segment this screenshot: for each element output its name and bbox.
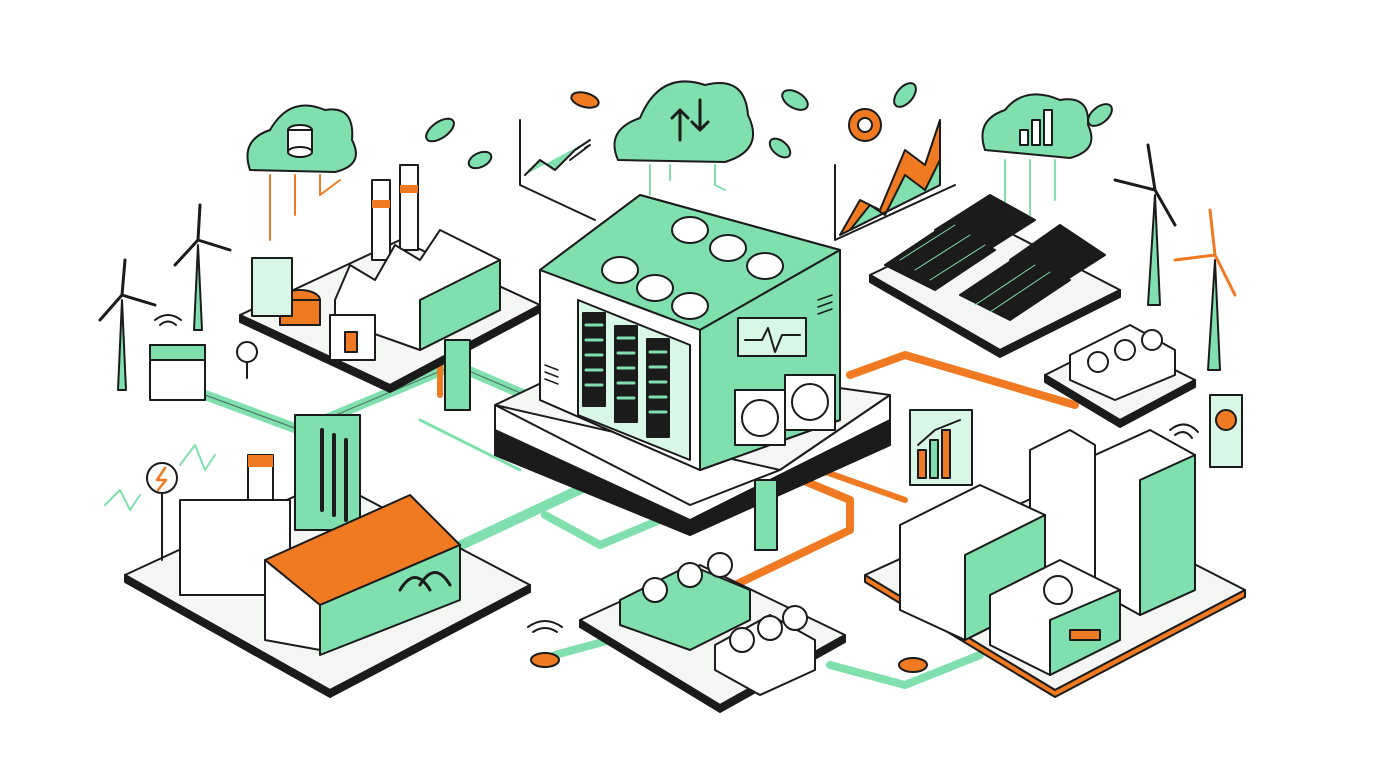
office-building-icon <box>899 429 1196 676</box>
data-center-icon <box>539 194 841 471</box>
cloud-analytics-icon <box>981 93 1093 216</box>
cloud-database-icon <box>246 104 357 241</box>
heartbeat-monitor <box>737 317 807 357</box>
charging-station-icon <box>149 339 778 551</box>
cooling-fan-icon <box>619 324 1176 696</box>
factory-icon <box>251 164 501 361</box>
leaf-icon <box>425 82 1113 170</box>
pie-card-icon <box>1209 394 1243 468</box>
wall-fan-icon <box>734 374 836 446</box>
solar-panel-icon <box>884 194 1106 321</box>
cloud-sync-icon <box>613 80 754 196</box>
tree-icon <box>236 341 258 379</box>
area-chart-icon <box>834 119 956 241</box>
lightning-bolt-icon <box>104 444 216 561</box>
wind-turbine-icon <box>98 143 1237 391</box>
line-chart-icon <box>519 119 596 221</box>
power-plant-icon <box>179 414 461 656</box>
wifi-signal-icon <box>154 314 1199 673</box>
cooling-fan-icon <box>601 216 784 320</box>
bar-chart-icon <box>909 409 973 486</box>
pie-chart-icon <box>848 108 882 142</box>
